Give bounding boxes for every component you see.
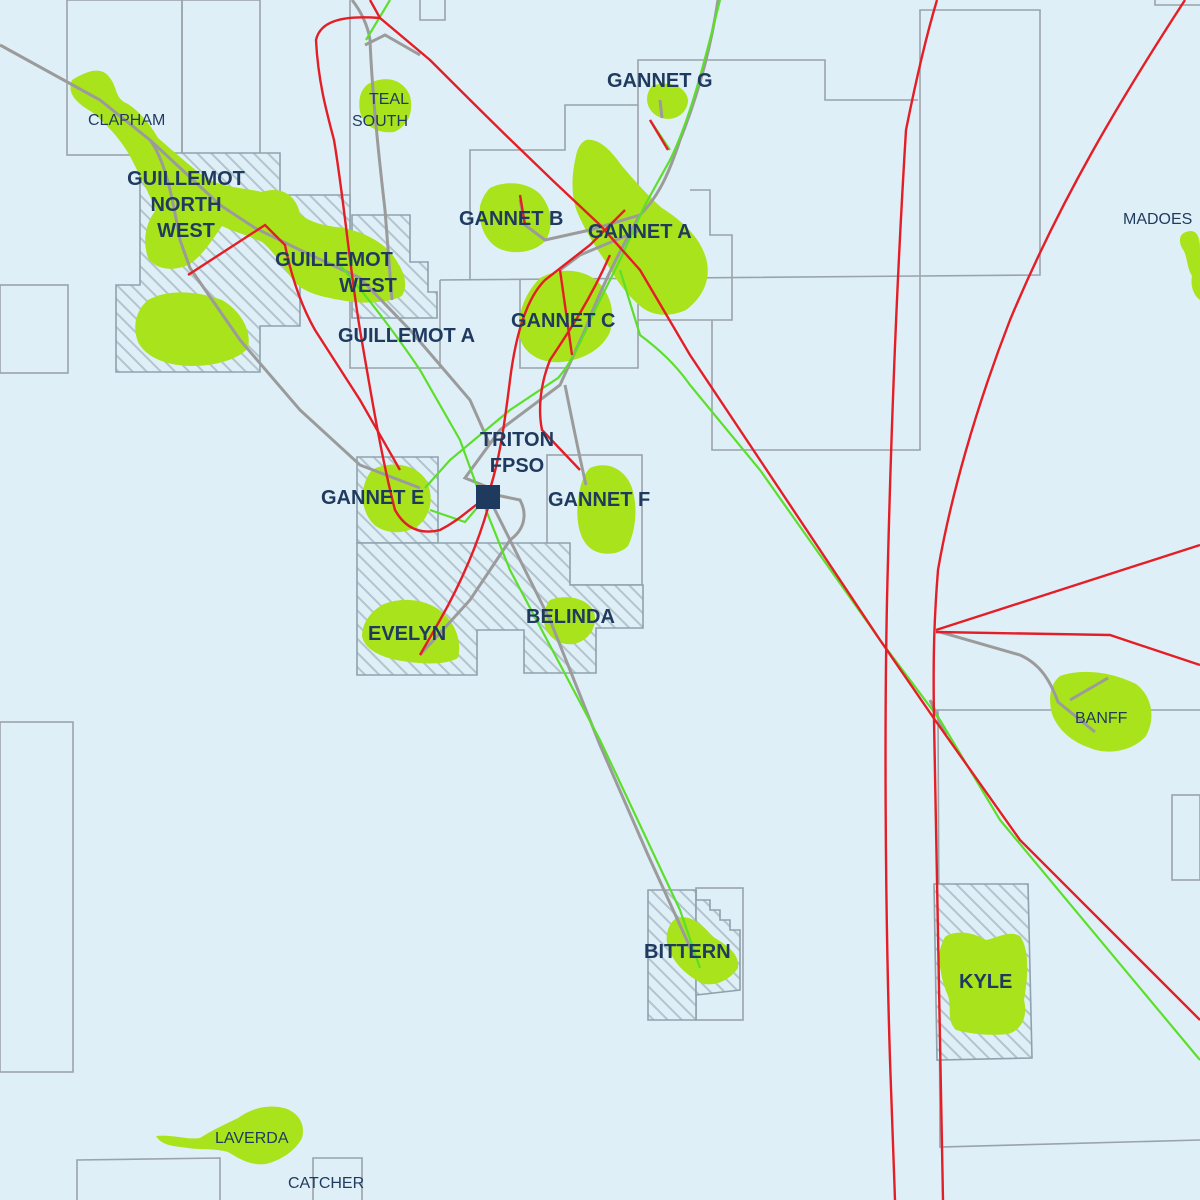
label-triton-line2: FPSO <box>490 455 544 477</box>
label-madoes: MADOES <box>1123 211 1192 228</box>
label-bittern: BITTERN <box>644 941 731 963</box>
label-banff: BANFF <box>1075 710 1128 727</box>
label-catcher: CATCHER <box>288 1175 364 1192</box>
label-guillemot-north-west-line3: WEST <box>157 220 215 242</box>
field-labels: CLAPHAM GUILLEMOT NORTH WEST TEAL SOUTH … <box>88 70 1192 1192</box>
fpso-square-icon[interactable] <box>476 485 500 509</box>
label-guillemot-a: GUILLEMOT A <box>338 325 475 347</box>
label-gannet-c: GANNET C <box>511 310 615 332</box>
label-guillemot-west-line1: GUILLEMOT <box>275 249 393 271</box>
label-gannet-a: GANNET A <box>588 221 692 243</box>
label-clapham: CLAPHAM <box>88 112 165 129</box>
label-guillemot-north-west-line2: NORTH <box>150 194 221 216</box>
label-belinda: BELINDA <box>526 606 615 628</box>
label-gannet-g: GANNET G <box>607 70 713 92</box>
umbilicals <box>0 0 1109 959</box>
gas-pipelines <box>187 0 1200 1200</box>
label-teal-south-line1: TEAL <box>369 91 409 108</box>
label-gannet-f: GANNET F <box>548 489 650 511</box>
label-gannet-b: GANNET B <box>459 208 563 230</box>
label-laverda: LAVERDA <box>215 1130 289 1147</box>
label-kyle: KYLE <box>959 971 1012 993</box>
label-guillemot-north-west-line1: GUILLEMOT <box>127 168 245 190</box>
label-teal-south-line2: SOUTH <box>352 113 408 130</box>
label-triton-line1: TRITON <box>480 429 554 451</box>
label-evelyn: EVELYN <box>368 623 446 645</box>
label-gannet-e: GANNET E <box>321 487 424 509</box>
label-guillemot-west-line2: WEST <box>339 275 397 297</box>
